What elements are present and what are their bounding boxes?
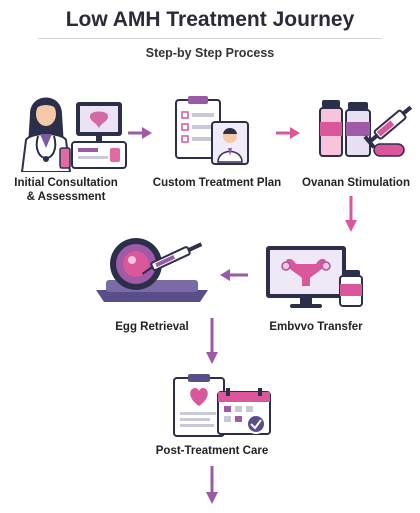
uterus-monitor-icon [266, 246, 363, 308]
clipboard-plan-icon [175, 96, 249, 165]
microscope-icon [96, 238, 208, 302]
arrow-down-icon [206, 466, 218, 504]
arrow-right-icon [276, 127, 300, 139]
step-embvvo-transfer-label: Embvvo Transfer [269, 321, 363, 333]
clipboard-heart-calendar-icon [173, 374, 271, 437]
doctor-icon [20, 97, 127, 172]
step-ovanan-stimulation-label: Ovanan Stimulation [302, 177, 410, 189]
arrow-down-icon [345, 196, 357, 232]
step-initial-consultation-label: Initial Consultation & Assessment [14, 177, 118, 203]
page-title: Low AMH Treatment Journey [65, 8, 355, 31]
page-subtitle: Step-by Step Process [145, 46, 275, 60]
arrow-left-icon [220, 269, 248, 281]
step-custom-treatment-plan-label: Custom Treatment Plan [152, 177, 282, 189]
arrow-right-icon [128, 127, 152, 139]
step-egg-retrieval-label: Egg Retrieval [115, 321, 189, 333]
vials-syringe-icon [319, 100, 412, 157]
title-divider [38, 38, 382, 39]
arrow-down-icon [206, 318, 218, 364]
step-post-treatment-care-label: Post-Treatment Care [155, 445, 269, 457]
